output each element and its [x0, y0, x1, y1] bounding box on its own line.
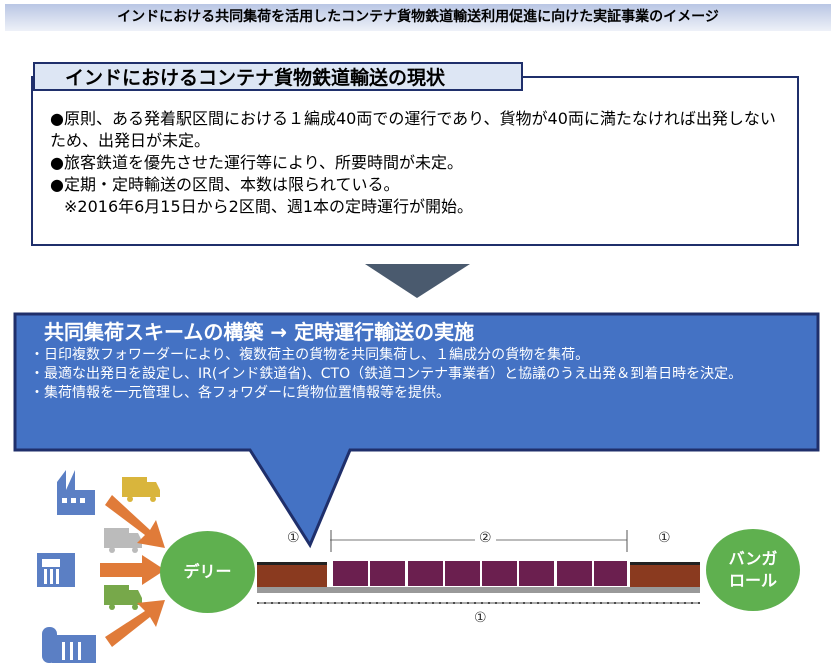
wagons-label: ② — [475, 530, 496, 546]
truck-icon — [104, 528, 142, 553]
status-note: ※2016年6月15日から2区間、週1本の定時運行が開始。 — [64, 197, 474, 216]
container-wagons — [333, 561, 627, 586]
divider — [521, 76, 797, 78]
destination-line: バンガ — [728, 549, 778, 568]
scheme-item: ・集荷情報を一元管理し、各フォワダーに貨物位置情報等を提供。 — [30, 385, 450, 401]
warehouse-icon — [42, 627, 96, 663]
locomotive — [257, 562, 327, 588]
down-arrow-icon — [365, 264, 470, 298]
scheme-item: ・日印複数フォワーダーにより、複数荷主の貨物を共同集荷し、１編成分の貨物を集荷。 — [30, 347, 590, 363]
destination-bangalore: バンガ ロール — [706, 529, 800, 611]
scheme-callout — [13, 312, 820, 549]
current-status-list: ●原則、ある発着駅区間における１編成40両での運行であり、貨物が40両に満たなけ… — [50, 108, 790, 218]
page-title: インドにおける共同集荷を活用したコンテナ貨物鉄道輸送利用促進に向けた実証事業のイ… — [5, 4, 831, 31]
track-label: ① — [474, 610, 487, 626]
scheme-text: 共同集荷スキームの構築 → 定時運行輸送の実施 ・日印複数フォワーダーにより、複… — [30, 318, 810, 403]
scheme-title: 共同集荷スキームの構築 → 定時運行輸送の実施 — [44, 320, 475, 344]
origin-delhi: デリー — [160, 531, 255, 613]
current-status-title: インドにおけるコンテナ貨物鉄道輸送の現状 — [33, 62, 523, 91]
factory-icon — [57, 470, 95, 515]
destination-line: ロール — [728, 571, 777, 590]
loco-label: ① — [658, 530, 671, 546]
status-item: ●旅客鉄道を優先させた運行等により、所要時間が未定。 — [50, 153, 464, 172]
truck-icon — [122, 477, 160, 502]
locomotive — [630, 562, 700, 588]
scheme-item: ・最適な出発日を設定し、IR(インド鉄道省)、CTO（鉄道コンテナ事業者）と協議… — [30, 366, 743, 382]
bogies — [257, 587, 700, 593]
arrow-icon — [100, 495, 165, 647]
loco-label: ① — [287, 530, 300, 546]
building-icon — [37, 553, 75, 587]
status-item: ●定期・定時輸送の区間、本数は限られている。 — [50, 175, 400, 194]
status-item: ●原則、ある発着駅区間における１編成40両での運行であり、貨物が40両に満たなけ… — [50, 109, 776, 150]
truck-icon — [104, 585, 142, 610]
current-status-box — [31, 76, 799, 246]
